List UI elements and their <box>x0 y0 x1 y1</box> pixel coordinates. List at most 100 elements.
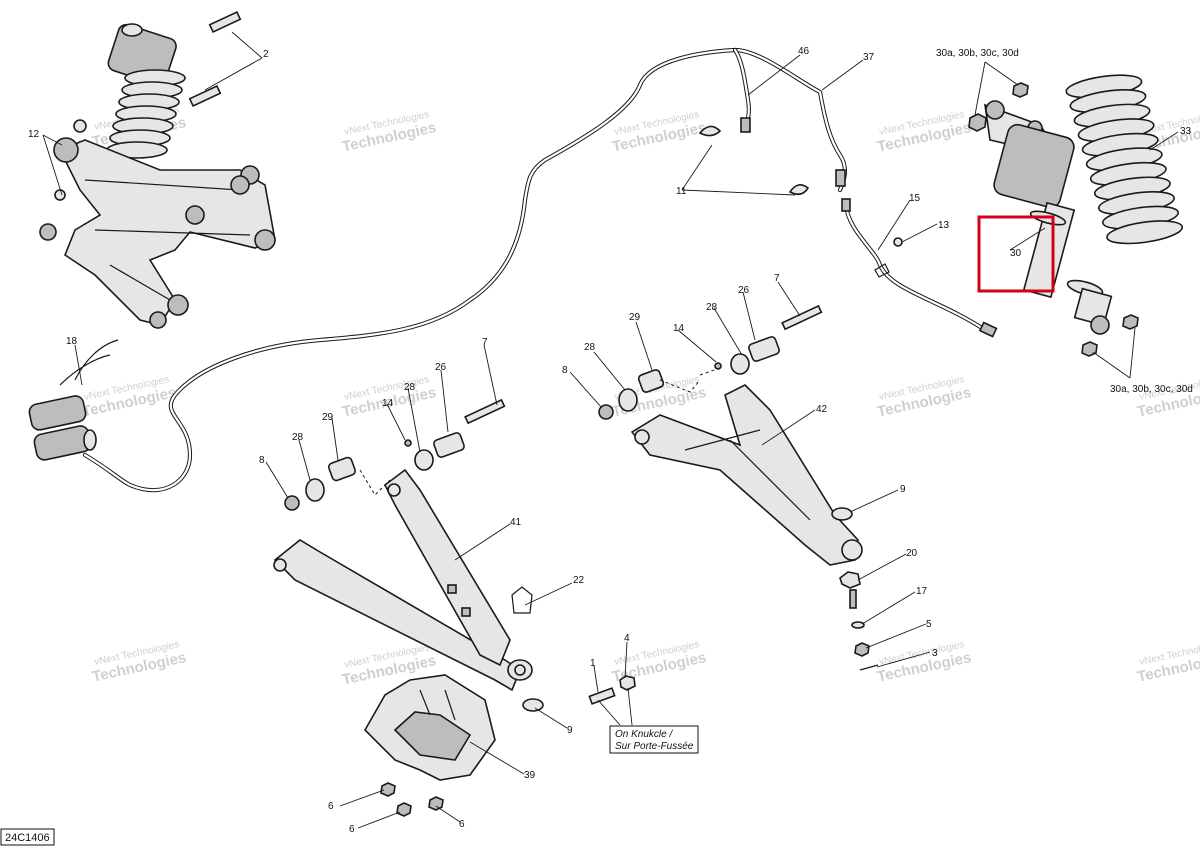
note-box <box>609 725 699 754</box>
note-line-1: On Knukcle / <box>615 729 673 740</box>
nut-6 <box>380 782 396 797</box>
diagram-id: 24C1406 <box>5 832 50 844</box>
callout-29: 29 <box>322 412 334 423</box>
nut <box>1122 314 1139 330</box>
callout-labels: 2 12 18 46 37 11 15 13 30a, 30b, 30c, 30… <box>28 46 1193 835</box>
nut-5 <box>854 642 870 657</box>
callout-11: 11 <box>676 186 687 197</box>
bolt <box>188 84 222 108</box>
diagram-reference: 24C1406 <box>0 828 55 846</box>
circlip-9 <box>831 507 853 521</box>
callout-3: 3 <box>932 648 938 659</box>
grommet <box>893 237 903 247</box>
lower-a-arm-41 <box>273 398 544 712</box>
nut <box>1012 82 1029 98</box>
callout-26: 26 <box>435 362 447 373</box>
callout-4: 4 <box>624 633 630 644</box>
note-line-2: Sur Porte-Fussée <box>615 741 694 752</box>
hose-fitting <box>978 321 998 338</box>
hose-clip-11 <box>788 184 810 196</box>
callout-37: 37 <box>863 52 875 63</box>
bushing-28 <box>414 449 434 471</box>
callout-14: 14 <box>382 398 394 409</box>
callout-20: 20 <box>906 548 918 559</box>
sleeve-26 <box>748 336 780 362</box>
callout-33: 33 <box>1180 126 1192 137</box>
shock-reservoir <box>993 123 1075 209</box>
callout-17: 17 <box>916 586 928 597</box>
callout-7: 7 <box>774 273 780 284</box>
callout-28: 28 <box>706 302 718 313</box>
hose-fitting <box>841 198 851 212</box>
callout-13: 13 <box>938 220 950 231</box>
cotter-pin-3 <box>859 664 879 671</box>
skid-plate-39 <box>364 674 496 817</box>
bolt-1 <box>588 687 616 705</box>
bushing-28 <box>730 353 750 375</box>
callout-28: 28 <box>584 342 596 353</box>
callout-8: 8 <box>259 455 265 466</box>
ball-joint-20 <box>839 571 861 589</box>
callout-30: 30 <box>1010 248 1022 259</box>
callout-1: 1 <box>590 658 596 669</box>
nut-6 <box>396 802 412 817</box>
item-18-assembly <box>28 339 119 461</box>
callout-42: 42 <box>816 404 828 415</box>
callout-22: 22 <box>573 575 585 586</box>
highlight-box-30 <box>977 215 1055 293</box>
callout-28: 28 <box>404 382 416 393</box>
callout-6: 6 <box>328 801 334 812</box>
part-4 <box>619 675 636 691</box>
shock-absorber-30 <box>968 82 1139 357</box>
callout-12: 12 <box>28 129 40 140</box>
callout-2: 2 <box>263 49 269 60</box>
bushing-29 <box>637 369 665 393</box>
nut-8 <box>598 404 614 420</box>
bushing-28 <box>618 388 638 412</box>
callout-18: 18 <box>66 336 78 347</box>
callout-9: 9 <box>567 725 573 736</box>
grease-fitting-14 <box>714 362 722 370</box>
hose-fitting <box>835 169 846 187</box>
hose-clip <box>874 263 890 278</box>
callout-14: 14 <box>673 323 685 334</box>
callout-29: 29 <box>629 312 641 323</box>
bolt-7 <box>464 398 506 425</box>
callout-7: 7 <box>482 337 488 348</box>
front-suspension-assembly <box>39 10 276 329</box>
shock-spring <box>106 69 186 159</box>
callout-30a-30b-30c-30d-lower: 30a, 30b, 30c, 30d <box>1110 384 1193 395</box>
nut <box>968 113 987 132</box>
nut-8 <box>284 495 300 511</box>
upper-a-arm-42 <box>598 304 879 671</box>
callout-15: 15 <box>909 193 921 204</box>
callout-30a-30b-30c-30d: 30a, 30b, 30c, 30d <box>936 48 1019 59</box>
hose-clip-11 <box>698 125 722 137</box>
callout-41: 41 <box>510 517 522 528</box>
callout-39: 39 <box>524 770 536 781</box>
ball-joint-22 <box>511 586 533 614</box>
bolt-7 <box>781 304 823 331</box>
hose-fitting <box>740 117 751 133</box>
sleeve-26 <box>433 432 465 458</box>
shock-body <box>1022 201 1076 299</box>
callout-6: 6 <box>459 819 465 830</box>
circlip-9 <box>522 698 544 712</box>
callout-5: 5 <box>926 619 932 630</box>
knuckle-hardware <box>588 675 636 705</box>
bushing-28 <box>305 478 325 502</box>
grease-fitting-14 <box>404 439 412 447</box>
nut-6 <box>428 796 444 811</box>
callout-6: 6 <box>349 824 355 835</box>
callout-28: 28 <box>292 432 304 443</box>
